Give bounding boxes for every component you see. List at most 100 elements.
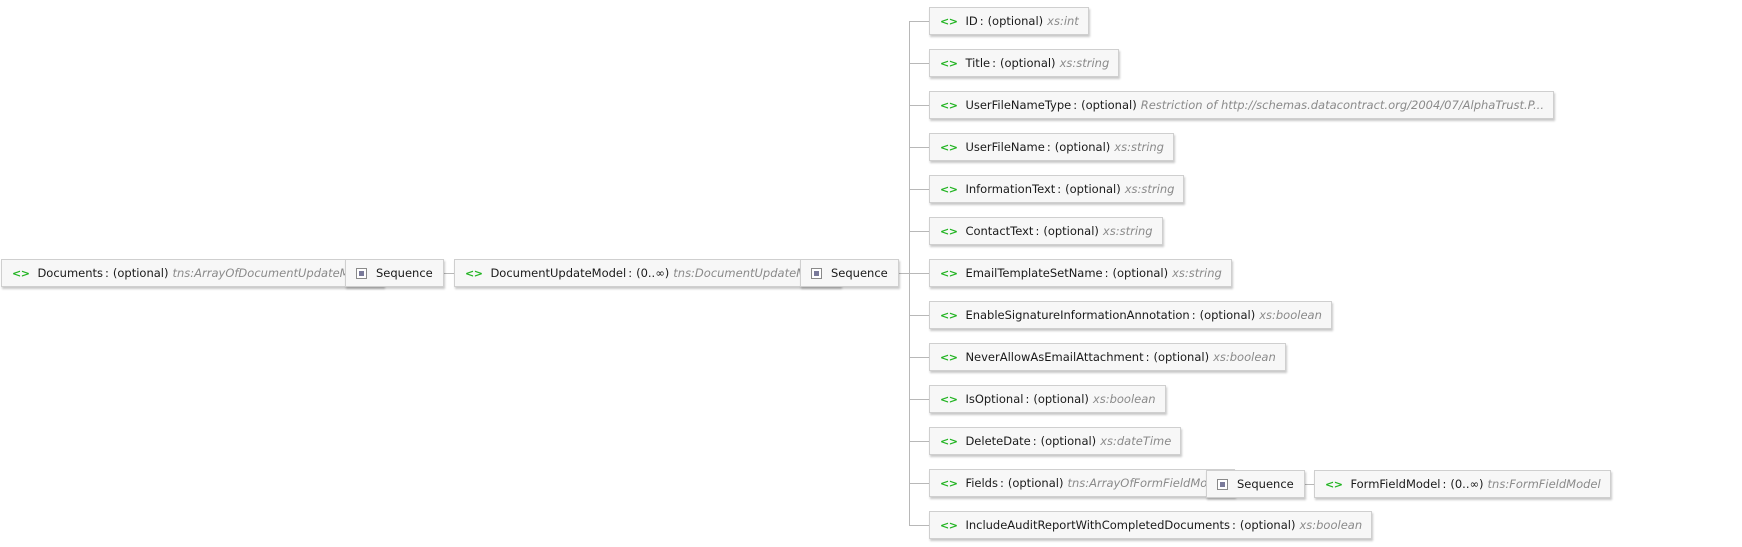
separator: : xyxy=(628,266,633,280)
element-type: xs:string xyxy=(1124,182,1175,196)
separator: : xyxy=(1057,182,1062,196)
child-element-title[interactable]: <>Title:(optional)xs:string xyxy=(929,49,1120,77)
separator: : xyxy=(1046,140,1051,154)
element-occurs: (optional) xyxy=(1065,182,1121,196)
element-name: IsOptional xyxy=(965,392,1024,406)
element-name: ContactText xyxy=(965,224,1034,238)
connector-seq-formfield xyxy=(1296,484,1314,485)
form-field-model-element[interactable]: <> FormFieldModel : (0..∞) tns:FormField… xyxy=(1314,470,1611,498)
element-type: xs:boolean xyxy=(1299,518,1363,532)
element-type: xs:boolean xyxy=(1213,350,1276,364)
child-element-includeauditreportwithcompleteddocuments[interactable]: <> IncludeAuditReportWithCompletedDocumen… xyxy=(929,511,1373,539)
element-name: ID xyxy=(965,14,978,28)
connector-child-tick xyxy=(909,315,929,316)
element-icon: <> xyxy=(940,56,958,70)
element-name: EmailTemplateSetName xyxy=(965,266,1103,280)
element-type: xs:string xyxy=(1172,266,1222,280)
connector-child-tick xyxy=(909,441,929,442)
element-type: Restriction of http://schemas.datacontra… xyxy=(1140,98,1544,112)
child-element-userfilename[interactable]: <> UserFileName:(optional)xs:string xyxy=(929,133,1174,161)
element-icon: <> xyxy=(940,350,958,364)
connector-seq-branch xyxy=(889,273,909,274)
element-icon: <> xyxy=(940,476,958,490)
separator: : xyxy=(1073,98,1078,112)
element-name: EnableSignatureInformationAnnotation xyxy=(965,308,1190,322)
element-icon: <> xyxy=(940,224,958,238)
element-icon: <> xyxy=(940,182,958,196)
element-occurs: (optional) xyxy=(1153,350,1210,364)
element-occurs: (optional) xyxy=(1040,434,1097,448)
element-icon: <> xyxy=(940,392,958,406)
element-icon: <> xyxy=(940,518,958,532)
element-name: DocumentUpdateModel xyxy=(490,266,627,280)
separator: : xyxy=(1104,266,1109,280)
separator: : xyxy=(105,266,109,280)
element-icon: <> xyxy=(12,266,30,280)
connector-child-tick xyxy=(909,21,929,22)
element-name: Documents xyxy=(37,266,104,280)
connector-child-tick xyxy=(909,105,929,106)
child-element-neverallowasemailattachment[interactable]: <>NeverAllowAsEmailAttachment:(optional)… xyxy=(929,343,1286,371)
separator: : xyxy=(1035,224,1040,238)
element-type: xs:string xyxy=(1114,140,1164,154)
connector-child-tick xyxy=(909,189,929,190)
element-type: xs:string xyxy=(1059,56,1110,70)
element-type: xs:dateTime xyxy=(1100,434,1172,448)
separator: : xyxy=(1191,308,1196,322)
element-type: tns:DocumentUpdateModel xyxy=(673,266,831,280)
child-element-emailtemplatesetname[interactable]: <> EmailTemplateSetName:(optional)xs:stri… xyxy=(929,259,1232,287)
element-icon: <> xyxy=(940,140,958,154)
sequence-icon xyxy=(1217,478,1228,490)
element-occurs: (optional) xyxy=(1239,518,1296,532)
separator: : xyxy=(979,14,984,28)
element-occurs: (optional) xyxy=(1007,476,1064,490)
separator: : xyxy=(999,476,1004,490)
document-update-model-element[interactable]: <> DocumentUpdateModel : (0..∞) tns:Docu… xyxy=(454,259,841,287)
element-type: xs:int xyxy=(1047,14,1079,28)
separator: : xyxy=(1032,434,1037,448)
sequence-node[interactable]: Sequence xyxy=(800,259,899,287)
sequence-node[interactable]: Sequence xyxy=(345,259,444,287)
element-occurs: (0..∞) xyxy=(1450,477,1484,491)
element-name: InformationText xyxy=(965,182,1056,196)
child-element-id[interactable]: <> ID:(optional)xs:int xyxy=(929,7,1089,35)
sequence-label: Sequence xyxy=(831,266,888,280)
element-occurs: (optional) xyxy=(1054,140,1111,154)
element-name: UserFileName xyxy=(965,140,1045,154)
element-icon: <> xyxy=(940,266,958,280)
child-element-fields[interactable]: <>Fields:(optional)tns:ArrayOfFormFieldM… xyxy=(929,469,1235,497)
element-type: tns:FormFieldModel xyxy=(1487,477,1601,491)
element-occurs: (optional) xyxy=(987,14,1044,28)
sequence-label: Sequence xyxy=(1237,477,1294,491)
element-occurs: (optional) xyxy=(999,56,1056,70)
element-name: IncludeAuditReportWithCompletedDocuments xyxy=(965,518,1230,532)
element-occurs: (optional) xyxy=(112,266,169,280)
child-element-deletedate[interactable]: <> DeleteDate:(optional)xs:dateTime xyxy=(929,427,1182,455)
element-type: xs:boolean xyxy=(1092,392,1156,406)
separator: : xyxy=(1231,518,1236,532)
sequence-node[interactable]: Sequence xyxy=(1206,470,1305,498)
connector-child-tick xyxy=(909,483,929,484)
element-icon: <> xyxy=(940,98,958,112)
connector-child-tick xyxy=(909,273,929,274)
sequence-icon xyxy=(811,267,822,279)
connector-child-tick xyxy=(909,357,929,358)
element-icon: <> xyxy=(465,266,483,280)
element-icon: <> xyxy=(940,434,958,448)
child-element-isoptional[interactable]: <>IsOptional:(optional)xs:boolean xyxy=(929,385,1166,413)
documents-element[interactable]: <> Documents : (optional) tns:ArrayOfDoc… xyxy=(1,259,385,287)
child-element-contacttext[interactable]: <>ContactText:(optional)xs:string xyxy=(929,217,1163,245)
element-icon: <> xyxy=(940,14,958,28)
separator: : xyxy=(992,56,996,70)
child-element-informationtext[interactable]: <> InformationText:(optional)xs:string xyxy=(929,175,1185,203)
element-name: DeleteDate xyxy=(965,434,1031,448)
child-element-enablesignatureinformationannotation[interactable]: <>EnableSignatureInformationAnnotation:(… xyxy=(929,301,1332,329)
element-occurs: (optional) xyxy=(1199,308,1256,322)
child-element-userfilenametype[interactable]: <>UserFileNameType:(optional)Restriction… xyxy=(929,91,1554,119)
element-occurs: (optional) xyxy=(1112,266,1169,280)
element-icon: <> xyxy=(1325,477,1343,491)
element-name: FormFieldModel xyxy=(1350,477,1441,491)
element-name: Fields xyxy=(965,476,998,490)
element-name: UserFileNameType xyxy=(965,98,1072,112)
sequence-label: Sequence xyxy=(376,266,433,280)
